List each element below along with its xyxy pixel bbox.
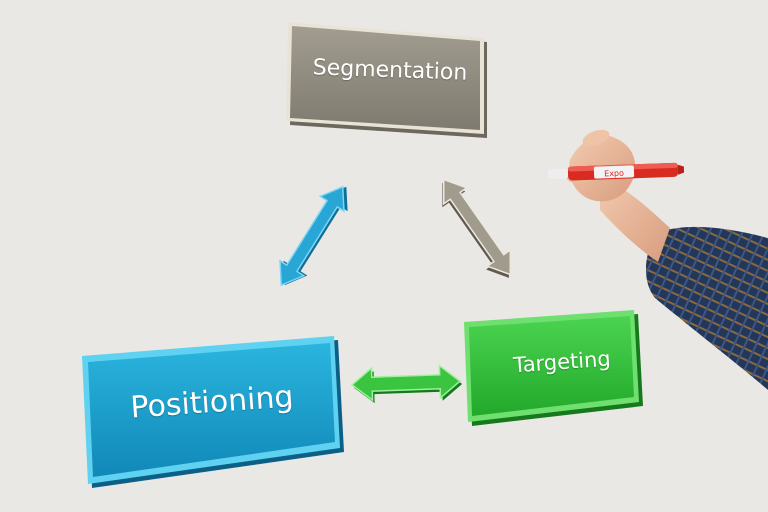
arrow-segmentation-positioning (279, 185, 348, 287)
hand-with-marker-image: Expo (547, 129, 768, 390)
arrow-segmentation-targeting (442, 178, 512, 278)
marker-icon: Expo (547, 162, 685, 181)
positioning-box (82, 336, 344, 488)
marker-brand-text: Expo (604, 169, 624, 179)
arrow-positioning-targeting (350, 364, 463, 404)
targeting-box (464, 310, 643, 426)
segmentation-box (286, 22, 487, 138)
